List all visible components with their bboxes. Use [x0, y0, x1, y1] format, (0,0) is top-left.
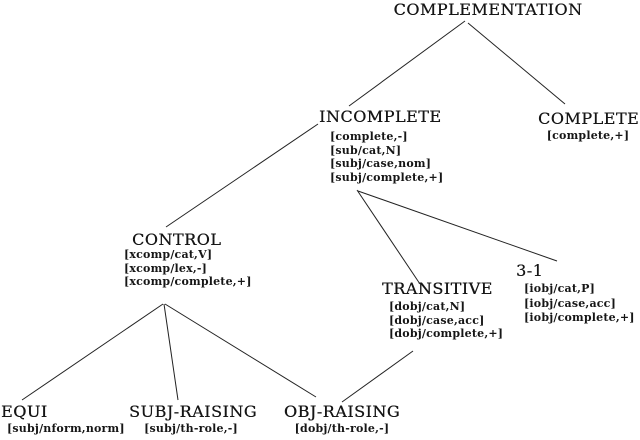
- node-control-label: CONTROL: [132, 230, 222, 249]
- feature-line: [subj/case,nom]: [330, 157, 432, 170]
- feature-line: [complete,-]: [330, 130, 408, 143]
- edge-complementation-complete: [467, 22, 566, 105]
- node-incomplete-features: [complete,-] [sub/cat,N] [subj/case,nom]…: [330, 130, 443, 184]
- node-transitive-label: TRANSITIVE: [382, 279, 493, 298]
- feature-line: [dobj/th-role,-]: [294, 422, 390, 435]
- feature-line: [subj/th-role,-]: [144, 422, 238, 435]
- node-3-1-label: 3-1: [516, 261, 544, 280]
- node-incomplete: INCOMPLETE [complete,-] [sub/cat,N] [sub…: [319, 108, 443, 184]
- node-transitive-features: [dobj/cat,N] [dobj/case,acc] [dobj/compl…: [389, 300, 503, 341]
- node-equi: EQUI [subj/nform,norm]: [1, 403, 125, 436]
- node-subj-raising-features: [subj/th-role,-]: [129, 422, 253, 436]
- feature-line: [subj/nform,norm]: [7, 422, 125, 435]
- edge-incomplete-three-one: [357, 190, 558, 262]
- node-obj-raising-label: OBJ-RAISING: [283, 402, 401, 421]
- node-complete-label: COMPLETE: [538, 109, 640, 128]
- node-obj-raising: OBJ-RAISING [dobj/th-role,-]: [281, 403, 403, 436]
- node-complementation-label: COMPLEMENTATION: [393, 0, 583, 19]
- node-subj-raising-label: SUBJ-RAISING: [129, 402, 258, 421]
- edge-control-equi: [21, 303, 164, 401]
- edge-transitive-obj-raising: [341, 350, 414, 403]
- node-complete-features: [complete,+]: [538, 129, 638, 143]
- edge-incomplete-transitive: [356, 189, 421, 285]
- node-control-features: [xcomp/cat,V] [xcomp/lex,-] [xcomp/compl…: [124, 248, 252, 289]
- node-3-1-features: [iobj/cat,P] [iobj/case,acc] [iobj/compl…: [524, 282, 635, 326]
- feature-line: [dobj/cat,N]: [389, 300, 466, 313]
- edge-complementation-incomplete: [348, 20, 466, 107]
- edge-control-subj-raising: [163, 303, 179, 401]
- node-incomplete-label: INCOMPLETE: [319, 107, 442, 126]
- edge-control-obj-raising: [164, 303, 317, 398]
- feature-line: [xcomp/complete,+]: [124, 275, 252, 288]
- feature-line: [xcomp/cat,V]: [124, 248, 213, 261]
- node-equi-label: EQUI: [1, 402, 48, 421]
- feature-line: [iobj/cat,P]: [524, 282, 596, 295]
- feature-line: [subj/complete,+]: [330, 170, 444, 184]
- node-3-1: 3-1 [iobj/cat,P] [iobj/case,acc] [iobj/c…: [516, 262, 635, 326]
- node-control: CONTROL [xcomp/cat,V] [xcomp/lex,-] [xco…: [124, 231, 252, 289]
- node-transitive: TRANSITIVE [dobj/cat,N] [dobj/case,acc] …: [379, 280, 503, 341]
- feature-line: [complete,+]: [546, 129, 630, 142]
- node-obj-raising-features: [dobj/th-role,-]: [281, 422, 403, 436]
- node-equi-features: [subj/nform,norm]: [7, 422, 125, 436]
- feature-line: [iobj/complete,+]: [524, 311, 635, 324]
- edge-incomplete-control: [165, 123, 319, 228]
- node-complete: COMPLETE [complete,+]: [538, 109, 640, 143]
- feature-line: [sub/cat,N]: [330, 143, 402, 157]
- node-complementation: COMPLEMENTATION: [387, 1, 589, 19]
- feature-line: [dobj/complete,+]: [389, 327, 504, 340]
- node-subj-raising: SUBJ-RAISING [subj/th-role,-]: [129, 402, 258, 436]
- feature-line: [xcomp/lex,-]: [124, 261, 208, 275]
- feature-line: [dobj/case,acc]: [389, 313, 485, 327]
- feature-line: [iobj/case,acc]: [524, 296, 616, 310]
